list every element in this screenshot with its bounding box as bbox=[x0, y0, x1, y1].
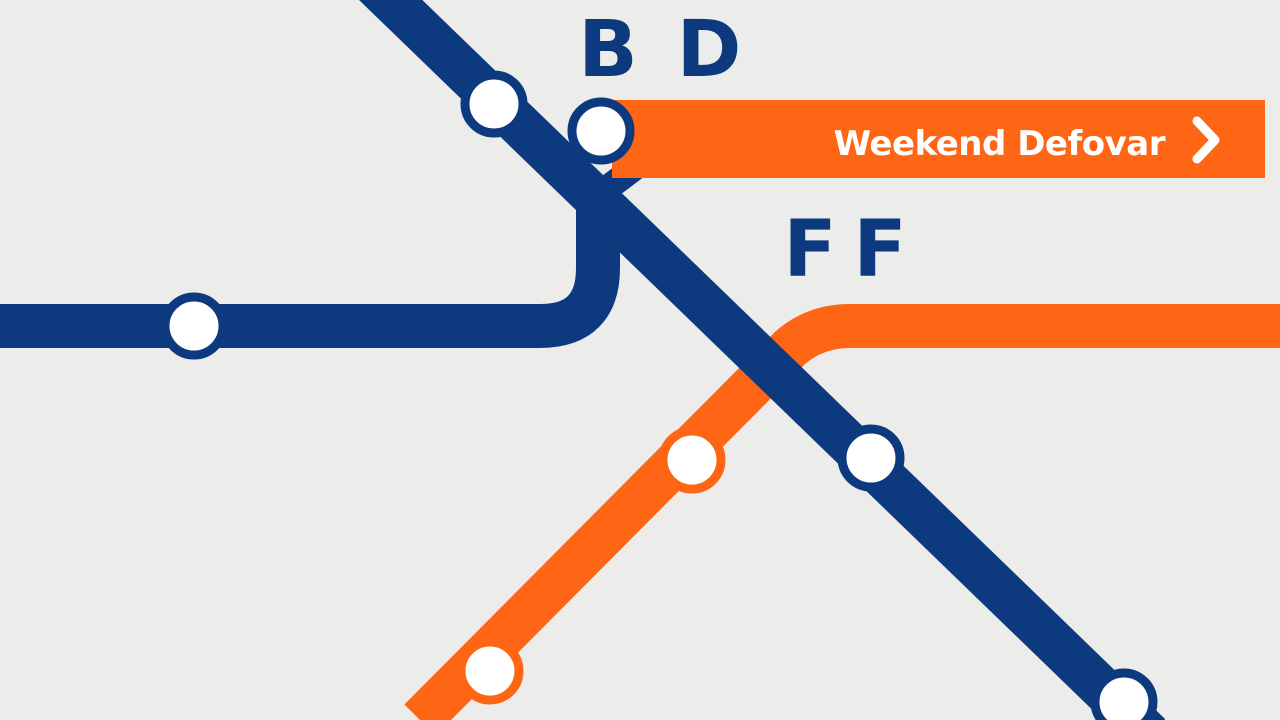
station-blue-bottom[interactable] bbox=[1090, 668, 1158, 720]
route-letter-d: D bbox=[677, 5, 742, 95]
route-letter-f-right: F bbox=[853, 205, 906, 295]
station-blue-middle[interactable] bbox=[837, 424, 905, 492]
chevron-right-icon[interactable] bbox=[1192, 116, 1220, 164]
banner-background[interactable] bbox=[612, 100, 1265, 178]
station-blue-upper[interactable] bbox=[460, 70, 528, 138]
station-blue-west[interactable] bbox=[160, 292, 228, 360]
weekend-detour-banner[interactable]: Weekend Defovar bbox=[612, 100, 1265, 178]
route-letter-f-left: F bbox=[783, 205, 836, 295]
station-transfer[interactable] bbox=[567, 97, 635, 165]
route-letter-b: B bbox=[578, 5, 637, 95]
station-orange-bottom[interactable] bbox=[456, 637, 524, 705]
blue-branch-line bbox=[0, 183, 620, 348]
banner-label[interactable]: Weekend Defovar bbox=[834, 124, 1167, 164]
orange-line bbox=[404, 304, 1280, 720]
station-orange-middle[interactable] bbox=[658, 426, 726, 494]
